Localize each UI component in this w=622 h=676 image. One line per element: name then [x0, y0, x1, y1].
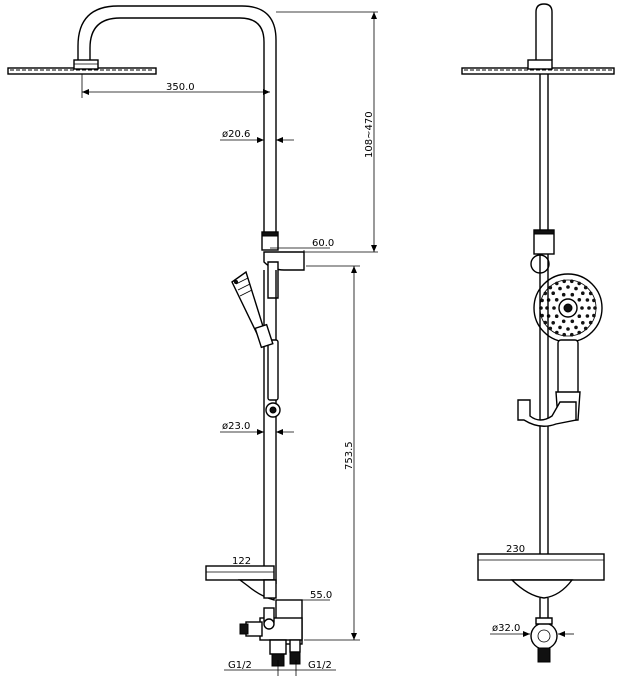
dimension-label-height-range: 108~470 — [364, 111, 375, 158]
side-view: 350.0 108~470 ø20.6 60.0 ø23.0 — [7, 5, 378, 676]
shower-arm-side — [77, 5, 277, 232]
slide-rail-front — [517, 254, 577, 556]
upper-riser-front — [535, 3, 553, 232]
dimension-label-pipe-diameter: ø20.6 — [222, 129, 250, 140]
nozzle-dot — [577, 314, 582, 319]
nozzle-dot — [551, 291, 555, 296]
nozzle-dot — [543, 320, 548, 325]
dimension-bracket-depth: 60.0 — [270, 238, 334, 270]
dimension-inlets: G1/2 G1/2 — [224, 660, 336, 676]
nozzle-dot — [566, 327, 570, 331]
nozzle-dot — [581, 291, 585, 296]
nozzle-dot — [543, 291, 548, 296]
dimension-height-range: 108~470 — [276, 11, 378, 253]
nozzle-dot — [548, 285, 553, 290]
nozzle-dot — [583, 285, 588, 290]
nozzle-dot — [540, 313, 544, 318]
nozzle-dot — [592, 298, 596, 303]
dimension-label-lower-pipe-diameter: ø23.0 — [222, 421, 250, 432]
dimension-lower-height: 753.5 — [304, 265, 360, 641]
nozzle-dot — [577, 298, 582, 302]
dimension-label-lower-height: 753.5 — [344, 441, 355, 470]
dimension-outlet-diameter: ø32.0 — [490, 623, 574, 637]
nozzle-dot — [540, 298, 544, 303]
nozzle-dot — [592, 313, 596, 318]
nozzle-dot — [581, 321, 585, 325]
nozzle-dot — [570, 332, 574, 337]
dimension-label-inlet-right: G1/2 — [308, 660, 332, 671]
dimension-shelf-width: 230 — [478, 544, 604, 555]
nozzle-dot — [583, 326, 588, 331]
dimension-label-bracket-depth: 60.0 — [312, 238, 334, 249]
dimension-label-inlet-left: G1/2 — [228, 660, 252, 671]
overhead-shower-head-front — [461, 59, 615, 75]
dimension-label-mixer-depth: 55.0 — [310, 590, 332, 601]
nozzle-dot — [585, 314, 590, 318]
height-adjust-collar-front — [533, 229, 555, 255]
nozzle-dot — [552, 306, 556, 310]
nozzle-dot — [587, 306, 591, 310]
overhead-shower-head-side — [7, 59, 157, 75]
nozzle-dot — [555, 281, 559, 286]
nozzle-dot — [561, 319, 566, 324]
dimension-label-shelf-depth: 122 — [232, 556, 251, 567]
dimension-lower-pipe-diameter: ø23.0 — [220, 421, 294, 435]
nozzle-dot — [562, 279, 566, 284]
dimension-pipe-diameter: ø20.6 — [220, 129, 294, 143]
nozzle-dot — [548, 326, 553, 331]
handshower-holder-side — [263, 251, 305, 299]
dimension-mixer-depth: 55.0 — [276, 590, 332, 601]
dimension-label-head-reach: 350.0 — [166, 82, 195, 93]
nozzle-dot — [554, 314, 559, 319]
mixer-valve-front — [530, 617, 558, 663]
nozzle-dot — [577, 330, 581, 335]
nozzle-dot — [588, 320, 593, 325]
nozzle-dot — [574, 286, 578, 291]
nozzle-dot — [570, 279, 574, 284]
dimension-label-outlet-diameter: ø32.0 — [492, 623, 520, 634]
nozzle-dot — [555, 330, 559, 335]
nozzle-dot — [577, 281, 581, 286]
slide-rail-side — [263, 270, 281, 584]
height-adjust-collar-side — [261, 231, 279, 251]
nozzle-dot — [570, 292, 575, 297]
nozzle-dot — [554, 298, 559, 302]
front-view: 230 ø32.0 — [461, 3, 615, 663]
nozzle-dot — [558, 325, 562, 330]
hand-shower-side — [231, 270, 274, 349]
nozzle-dot — [588, 291, 593, 296]
nozzle-dot — [570, 319, 575, 324]
nozzle-dot — [574, 325, 578, 330]
mixer-valve-side — [239, 579, 303, 667]
nozzle-dot — [593, 306, 597, 310]
nozzle-dot — [562, 332, 566, 337]
dimension-shelf-depth: 122 — [206, 556, 274, 567]
hand-shower-front — [533, 273, 603, 421]
nozzle-dot — [551, 321, 555, 325]
nozzle-dot — [580, 306, 584, 310]
dimension-head-reach: 350.0 — [81, 74, 270, 98]
nozzle-dot — [585, 298, 590, 302]
nozzle-dot — [566, 285, 570, 289]
nozzle-dot — [558, 286, 562, 291]
dimension-label-shelf-width: 230 — [506, 544, 525, 555]
shelf-front — [477, 553, 605, 620]
nozzle-dot — [561, 292, 566, 297]
